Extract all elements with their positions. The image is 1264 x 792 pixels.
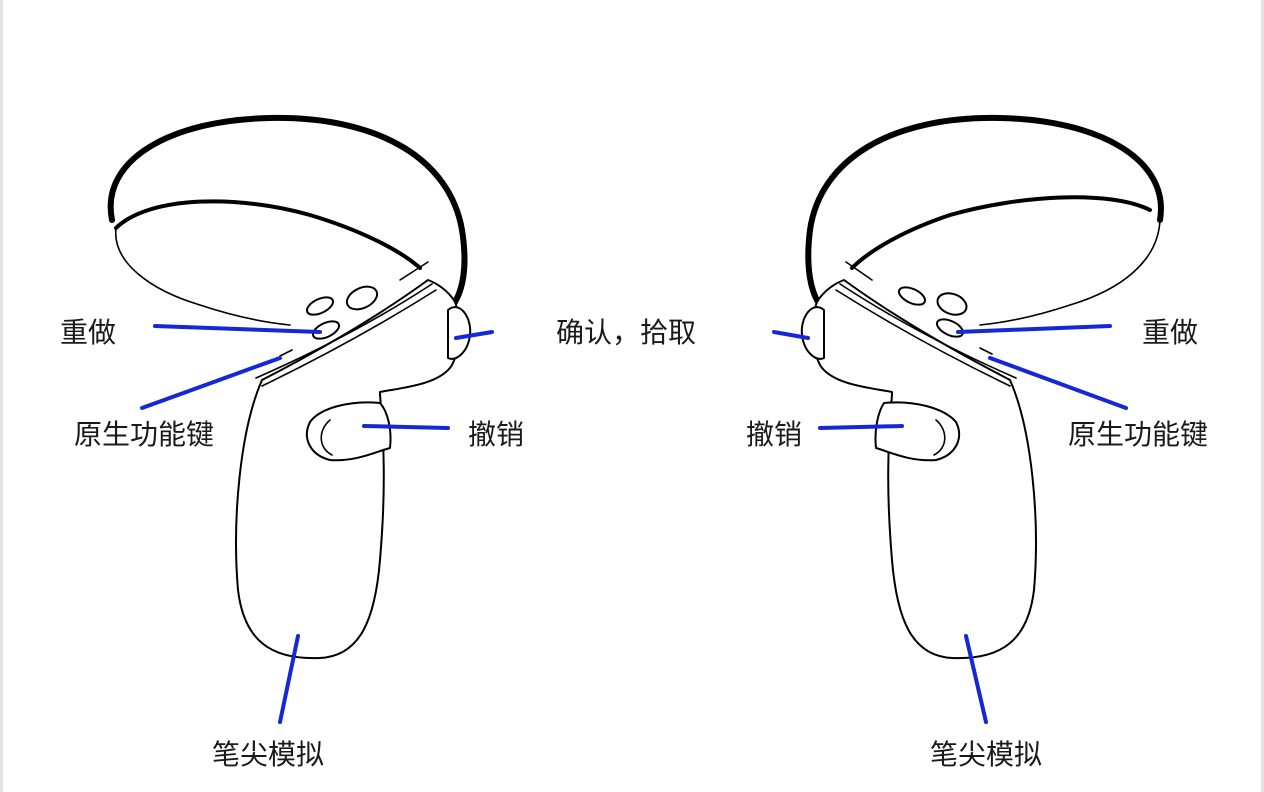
right-button-top [897, 286, 927, 306]
right-trigger [874, 401, 961, 462]
label-right-native-key: 原生功能键 [1068, 418, 1208, 451]
right-thumbstick [936, 292, 968, 316]
leader-left-confirm [454, 330, 494, 340]
right-button-redo [935, 318, 965, 338]
leader-right-confirm [772, 330, 810, 340]
label-right-pen-tip: 笔尖模拟 [930, 738, 1042, 771]
right-grip [811, 279, 1037, 660]
left-trigger-inner [320, 419, 333, 456]
left-controller [107, 114, 472, 660]
label-left-redo: 重做 [60, 316, 116, 349]
label-left-pen-tip: 笔尖模拟 [212, 738, 324, 771]
leader-left-pen [278, 634, 300, 724]
left-ring-outer [107, 114, 468, 305]
labels: 重做 原生功能键 确认，拾取 撤销 笔尖模拟 重做 原生功能键 撤销 笔尖模拟 [60, 316, 1208, 771]
right-ring-inner [850, 195, 1152, 270]
right-ring-outer [805, 114, 1164, 305]
left-grip [235, 279, 461, 660]
leader-left-redo [153, 324, 322, 334]
right-controller [800, 114, 1164, 660]
left-button-redo [311, 320, 341, 340]
left-ring-joint [399, 261, 429, 281]
leader-right-pen [964, 634, 988, 724]
label-left-native-key: 原生功能键 [74, 418, 214, 451]
page-edge-right [1261, 0, 1264, 792]
left-thumbstick [345, 285, 379, 311]
leader-right-native [988, 356, 1128, 410]
leader-left-undo [362, 424, 450, 430]
left-front-bump [447, 306, 472, 360]
label-right-redo: 重做 [1142, 316, 1198, 349]
right-faceplate-rim [835, 283, 1017, 387]
right-trigger-inner [933, 419, 946, 456]
right-ring-lower [979, 219, 1161, 326]
left-native-key [279, 349, 293, 357]
left-ring-lower [115, 227, 291, 326]
label-left-undo: 撤销 [468, 418, 524, 451]
leader-lines [140, 324, 1128, 724]
right-ring-joint [845, 261, 873, 281]
leader-left-native [140, 356, 282, 410]
right-front-bump [800, 306, 825, 360]
left-button-top [305, 296, 335, 316]
left-faceplate-rim [255, 283, 437, 387]
left-ring-inner [114, 199, 422, 270]
left-trigger [305, 401, 392, 462]
leader-right-redo [956, 324, 1112, 334]
label-right-undo: 撤销 [746, 418, 802, 451]
right-native-key [979, 347, 993, 355]
page-edge-left [0, 0, 3, 792]
leader-right-undo [818, 424, 904, 430]
label-confirm-pick: 确认，拾取 [556, 316, 696, 349]
